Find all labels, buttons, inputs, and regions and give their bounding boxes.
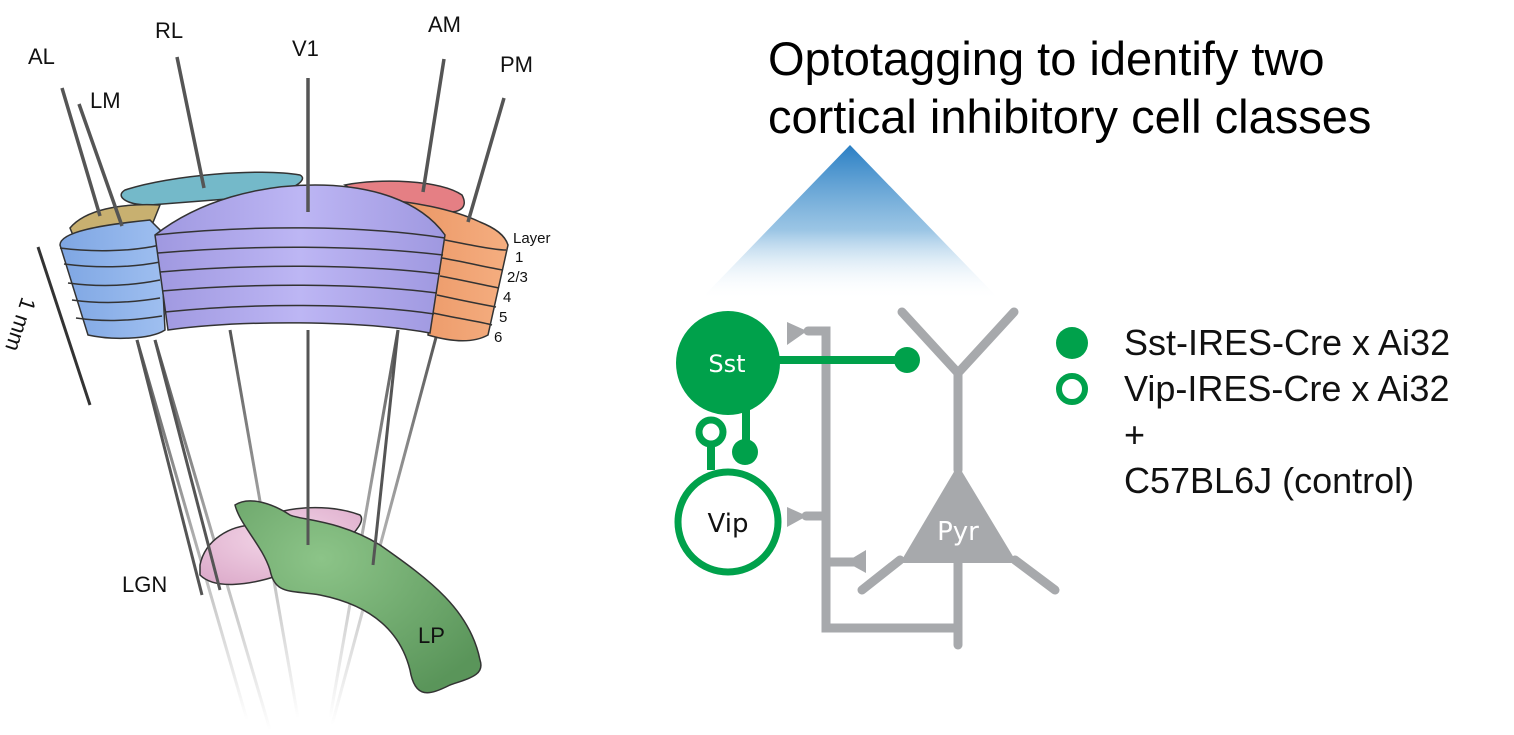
lp-region xyxy=(234,500,482,694)
light-cone xyxy=(700,145,1000,300)
probe-al-lower xyxy=(135,339,249,721)
scale-bar xyxy=(36,246,92,406)
label-al: AL xyxy=(28,44,55,69)
probe-lines-upper xyxy=(60,56,506,227)
label-lm: LM xyxy=(90,88,121,113)
sst-label: Sst xyxy=(708,350,745,378)
probe-am-thalamus xyxy=(371,329,400,566)
legend-plus: + xyxy=(1056,412,1450,458)
layer-1-label: 1 xyxy=(515,249,523,266)
excitatory-synapse-vip xyxy=(787,507,807,527)
vip-label: Vip xyxy=(708,509,749,539)
excitatory-synapse-sst xyxy=(787,322,807,345)
probe-am xyxy=(421,58,446,193)
sst-synapse-on-vip xyxy=(732,439,758,465)
pyr-apical-branch-right xyxy=(953,307,1019,378)
layer-23-label: 2/3 xyxy=(507,269,528,286)
label-lp: LP xyxy=(418,623,445,648)
scale-bar-label: 1 mm xyxy=(0,294,41,354)
pyr-basal-dendrite-right xyxy=(1010,555,1060,595)
probe-lm-thalamus xyxy=(153,339,222,591)
probe-pm-lower xyxy=(330,329,440,726)
layer-6-label: 6 xyxy=(494,329,502,346)
label-am: AM xyxy=(428,12,461,37)
layer-4-label: 4 xyxy=(503,289,511,306)
pyr-cell-processes xyxy=(801,307,1060,650)
pyr-apical-branch-left xyxy=(897,307,963,378)
label-pm: PM xyxy=(500,52,533,77)
probe-lm-lower xyxy=(153,339,272,731)
area-rl xyxy=(120,171,304,206)
title-line-1: Optotagging to identify two xyxy=(768,32,1325,85)
pyr-basal-dendrite-left xyxy=(857,555,905,595)
pyr-label: Pyr xyxy=(937,517,979,547)
sst-synapse-on-pyr xyxy=(894,347,920,373)
label-v1: V1 xyxy=(292,36,319,61)
vip-cell xyxy=(674,468,782,576)
legend-label-vip: Vip-IRES-Cre x Ai32 xyxy=(1124,368,1450,409)
pyr-axon-collateral xyxy=(803,326,963,633)
label-lgn: LGN xyxy=(122,572,167,597)
probe-al-thalamus xyxy=(135,339,204,596)
legend-item-vip: Vip-IRES-Cre x Ai32 xyxy=(1056,366,1450,412)
pyr-soma xyxy=(900,465,1017,563)
legend-item-control: C57BL6J (control) xyxy=(1056,458,1450,504)
filled-circle-icon xyxy=(1056,327,1088,359)
vip-synapse-on-sst xyxy=(695,416,727,448)
probe-am-lower xyxy=(328,329,400,719)
title-line-2: cortical inhibitory cell classes xyxy=(768,90,1372,143)
legend-label-sst: Sst-IRES-Cre x Ai32 xyxy=(1124,322,1451,363)
sst-cell xyxy=(676,311,780,415)
area-v1 xyxy=(154,184,446,334)
area-lm xyxy=(59,219,166,340)
layer-5-label: 5 xyxy=(499,309,507,326)
area-pm xyxy=(372,199,509,342)
open-circle-icon xyxy=(1056,373,1088,405)
layer-heading: Layer xyxy=(513,230,551,247)
figure-title: Optotagging to identify two cortical inh… xyxy=(768,30,1371,146)
probe-rl xyxy=(175,56,206,189)
probe-lm xyxy=(77,103,124,227)
legend-plus-sign: + xyxy=(1124,414,1146,455)
legend-item-sst: Sst-IRES-Cre x Ai32 xyxy=(1056,320,1450,366)
legend: Sst-IRES-Cre x Ai32 Vip-IRES-Cre x Ai32 … xyxy=(1056,320,1450,504)
probe-pm xyxy=(466,97,506,223)
legend-label-control: C57BL6J (control) xyxy=(1124,460,1415,501)
label-rl: RL xyxy=(155,18,183,43)
excitatory-synapse-pyr xyxy=(846,550,866,573)
probe-al xyxy=(60,87,102,217)
